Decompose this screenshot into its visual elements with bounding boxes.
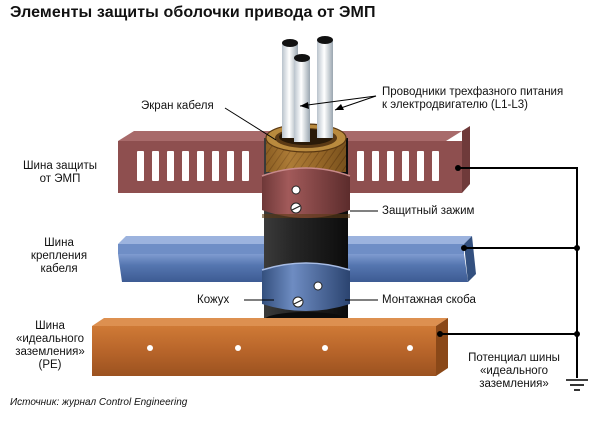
ground-potential-label-line3: заземления» [479,378,549,390]
cable-screen-label: Экран кабеля [141,100,214,112]
conductors-label-line2: к электродвигателю (L1-L3) [382,99,528,111]
diagram-title: Элементы защиты оболочки привода от ЭМП [10,4,376,21]
ground-bus-label-line3: заземления» [15,346,85,358]
ground-potential-label-line2: «идеального [479,365,549,377]
conductor-l2 [294,54,310,142]
emp-bus-label-line2: от ЭМП [39,173,81,185]
ground-bus-label-line1: Шина [35,320,65,332]
ideal-ground-bus [92,318,448,376]
mount-bus-label-line3: кабеля [40,263,78,275]
emp-bus-label: Шина защиты от ЭМП [16,160,104,186]
ground-symbol-icon [566,379,588,391]
ground-bus-label: Шина «идеального заземления» (PE) [10,320,90,372]
conductor-l3 [317,36,333,138]
conductors-label: Проводники трехфазного питания к электро… [382,86,563,112]
wire-junction-dots [437,165,580,337]
mounting-bracket-label: Монтажная скоба [382,294,476,306]
ground-potential-label: Потенциал шины «идеального заземления» [466,352,562,391]
leader-arrowheads [300,102,344,110]
mount-bus-label-line1: Шина [44,237,74,249]
source-caption: Источник: журнал Control Engineering [10,397,188,408]
mount-bus-label: Шина крепления кабеля [20,237,98,276]
sheath-label: Кожух [197,294,230,306]
ground-bus-label-line2: «идеального [15,333,85,345]
protective-clamp [261,167,351,218]
mounting-bracket [261,262,351,311]
protective-clamp-label: Защитный зажим [382,205,475,217]
grounding-wires [440,167,578,378]
ground-bus-label-line4: (PE) [38,359,62,371]
ground-potential-label-line1: Потенциал шины [468,352,560,364]
conductors-label-line1: Проводники трехфазного питания [382,86,564,98]
mount-bus-label-line2: крепления [30,250,88,262]
emp-bus-label-line1: Шина защиты [23,160,97,172]
